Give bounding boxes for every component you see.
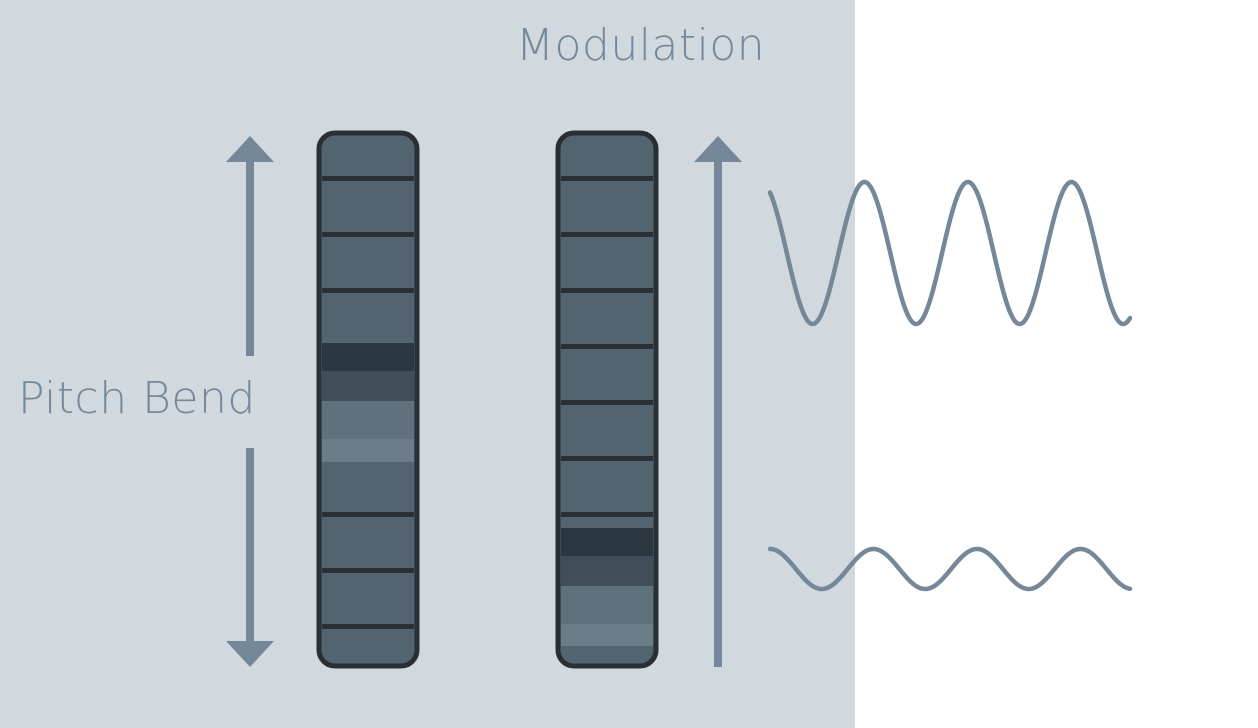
low-modulation-wave-icon [767, 546, 1133, 592]
controls-panel [0, 0, 855, 728]
pitch-bend-arrow-icon [226, 136, 274, 667]
modulation-label: Modulation [516, 20, 766, 71]
high-modulation-wave-icon [767, 179, 1133, 327]
pitch-bend-label: Pitch Bend [18, 373, 256, 424]
modulation-arrow-icon [694, 136, 742, 667]
modulation-wheel [555, 130, 659, 669]
pitch-bend-wheel [316, 130, 420, 669]
